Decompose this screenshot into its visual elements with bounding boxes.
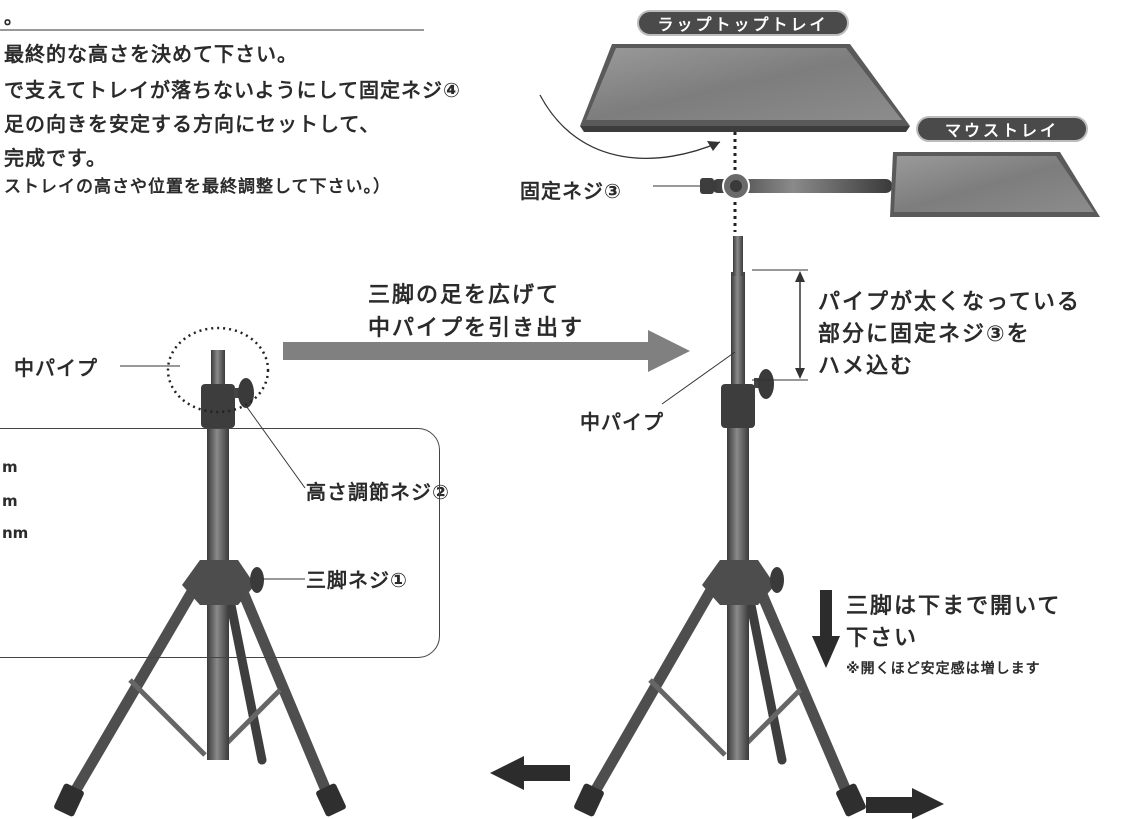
thick-text-line-2: 部分に固定ネジ③を (818, 322, 1031, 347)
spec-fragment-2: m (2, 492, 18, 510)
instruction-line-4: 完成です。 (4, 146, 107, 170)
mouse-tray (700, 152, 1100, 217)
left-spread-arrow (490, 756, 570, 790)
legs-text-line-2: 下さい (846, 626, 919, 651)
legs-text-line-1: 三脚は下まで開いて (846, 594, 1062, 619)
spec-box (0, 428, 440, 658)
mid-pipe-right-label: 中パイプ (580, 410, 664, 434)
right-spread-arrow (866, 788, 944, 819)
legs-note: ※開くほど安定感は増します (846, 661, 1041, 677)
left-stand (54, 326, 346, 817)
spec-fragment-3: nm (2, 524, 29, 542)
instruction-line-5: ストレイの高さや位置を最終調整して下さい。） (4, 177, 391, 197)
big-arrow (283, 330, 690, 372)
mid-pipe-left-label: 中パイプ (14, 356, 98, 380)
screw2-label: 高さ調節ネジ② (306, 480, 450, 504)
instruction-line-3: 足の向きを安定する方向にセットして、 (4, 112, 381, 136)
pipe-focus-circle (166, 326, 270, 414)
laptop-tray-label: ラップトップトレイ (637, 10, 849, 36)
thick-section-bracket (752, 269, 808, 381)
arrow-text-line-2: 中パイプを引き出す (368, 316, 585, 341)
screw3-label: 固定ネジ③ (520, 179, 622, 203)
mouse-tray-label: マウストレイ (916, 116, 1088, 142)
top-mark: 。 (4, 8, 22, 29)
spec-fragment-1: m (2, 458, 18, 476)
thick-text-line-3: ハメ込む (818, 354, 915, 379)
instruction-line-1: 最終的な高さを決めて下さい。 (4, 42, 298, 66)
arrow-text-line-1: 三脚の足を広げて (368, 283, 561, 308)
down-arrow (812, 590, 840, 668)
curved-arrow (539, 94, 721, 159)
screw1-label: 三脚ネジ① (306, 568, 408, 592)
thick-text-line-1: パイプが太くなっている (818, 290, 1081, 315)
instruction-line-2: で支えてトレイが落ちないようにして固定ネジ④ (4, 78, 461, 102)
right-stand (574, 236, 866, 817)
laptop-tray (580, 44, 910, 132)
